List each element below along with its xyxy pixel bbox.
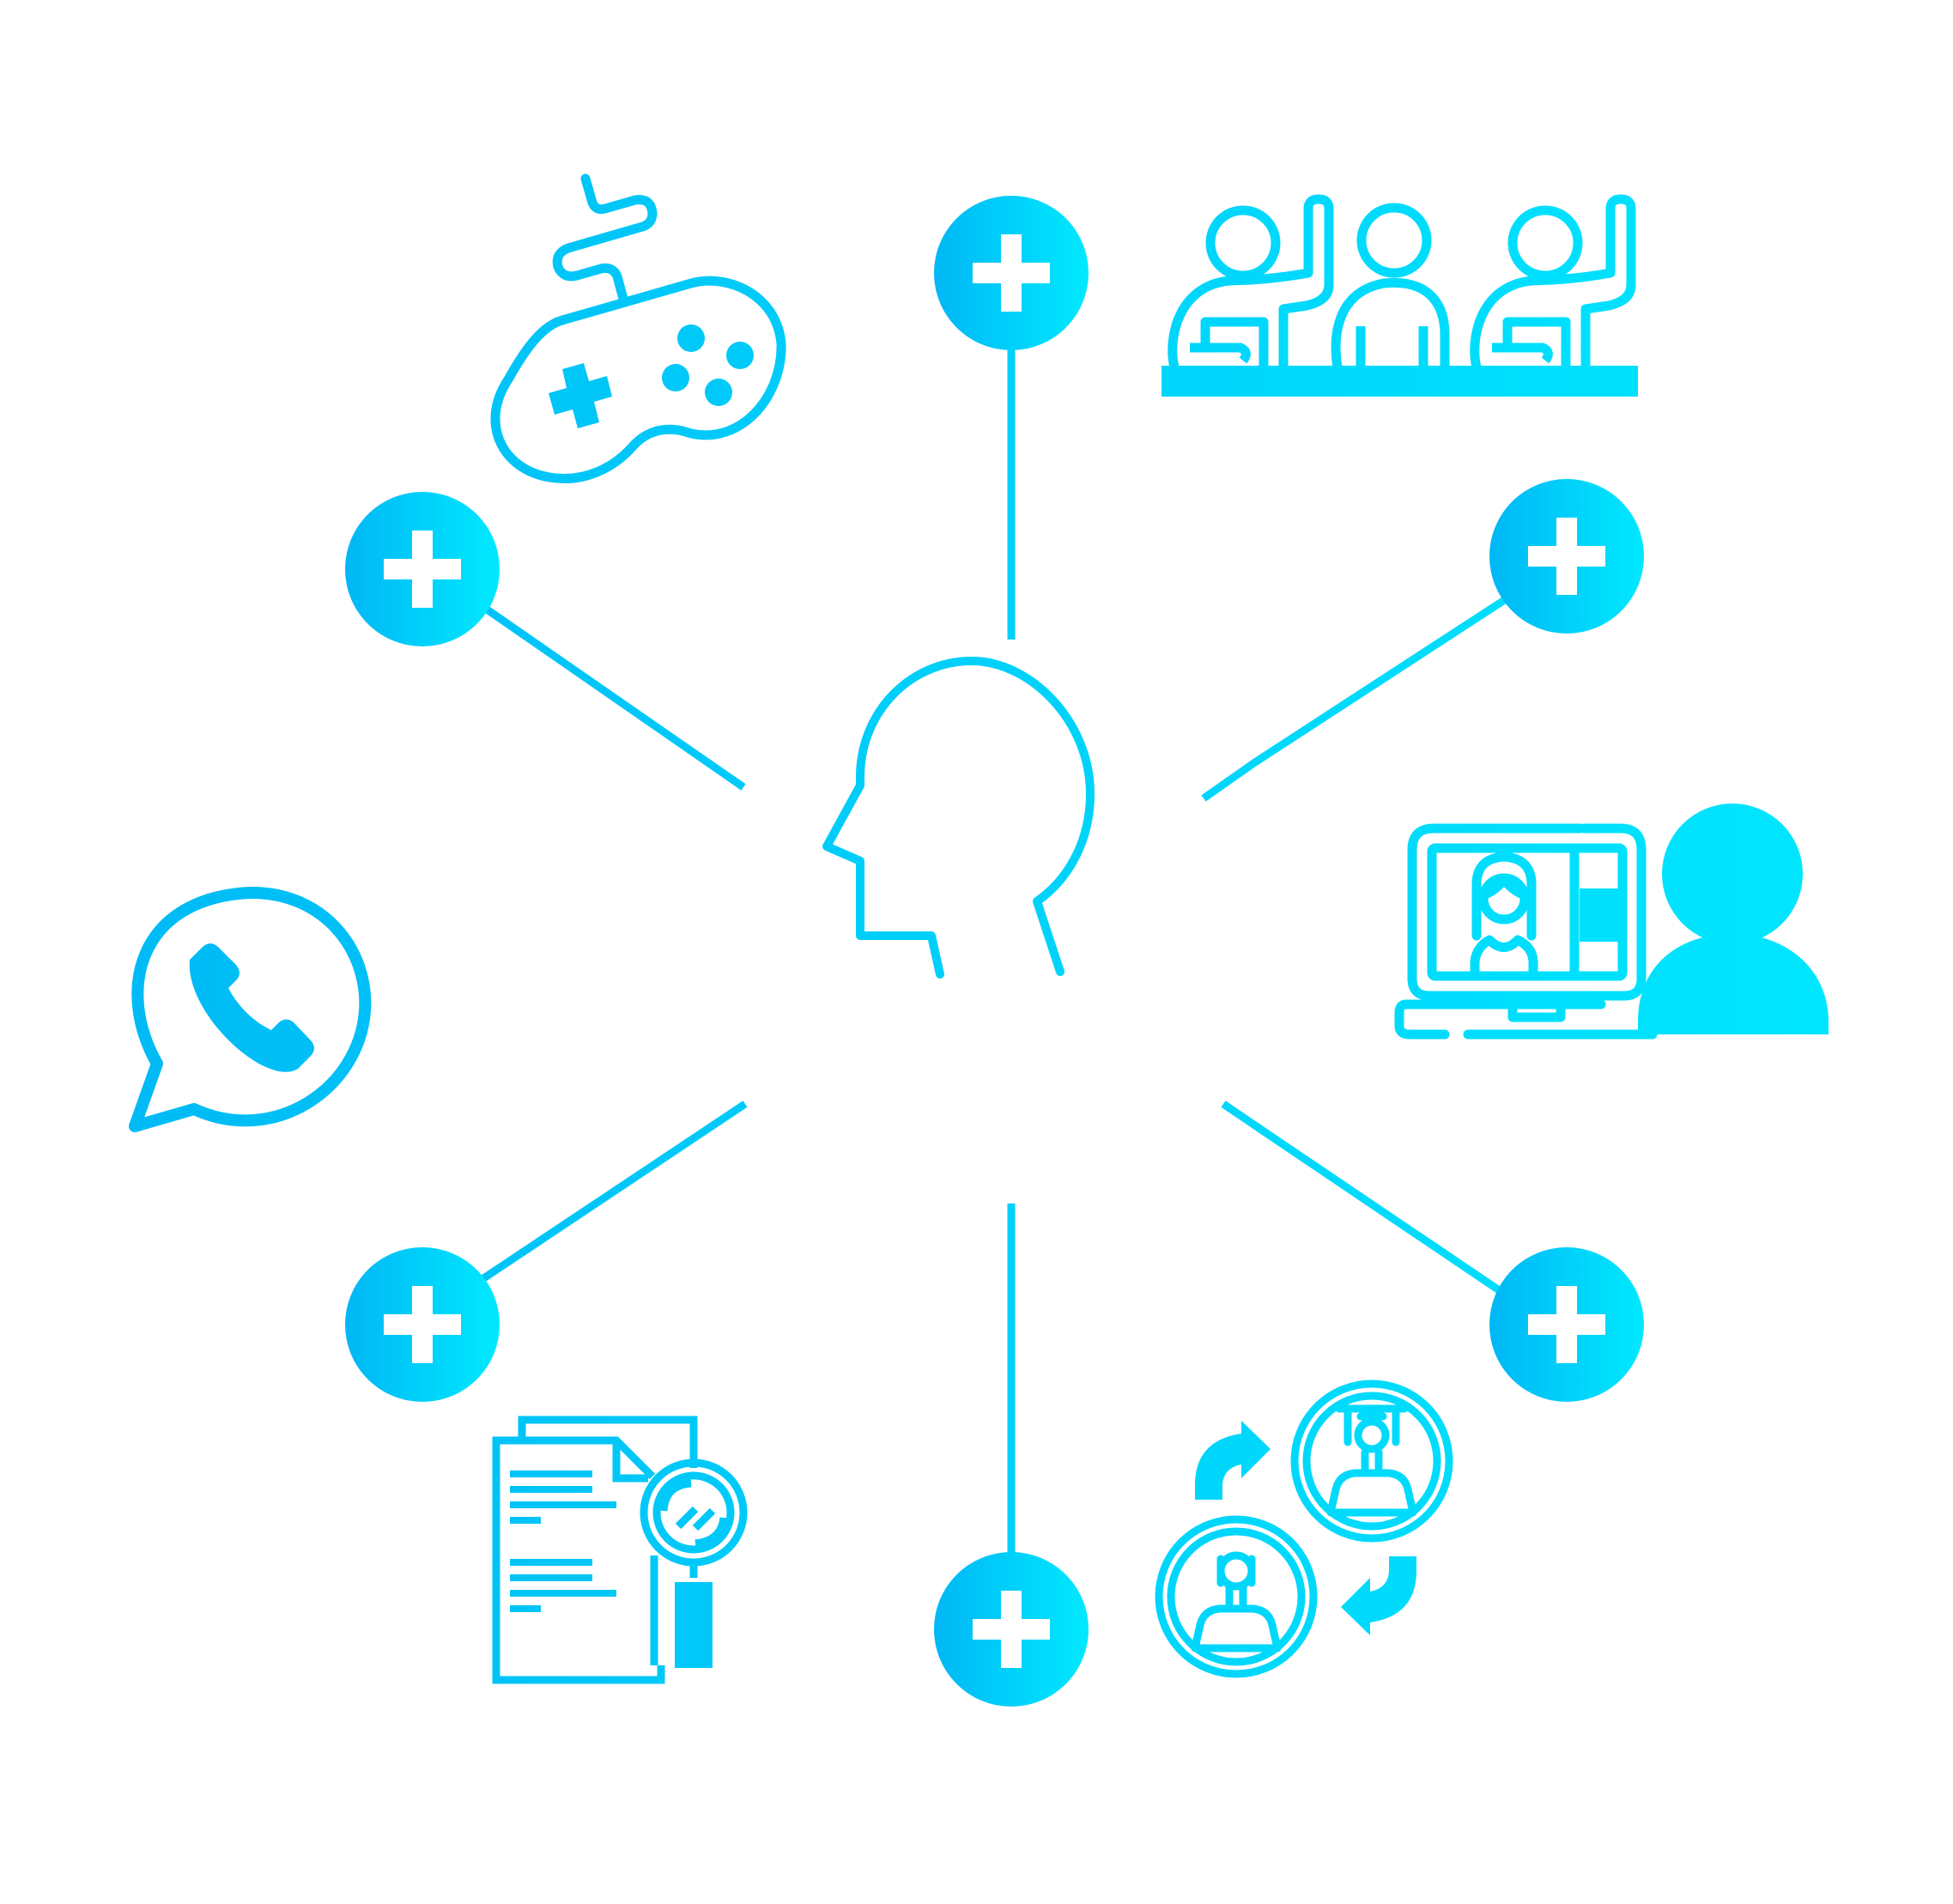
plus-node-bottom-left[interactable]: [345, 1247, 500, 1402]
plus-icon: [1528, 1286, 1605, 1363]
plus-node-top-left[interactable]: [345, 492, 500, 646]
connector-bottom-left: [480, 1101, 748, 1282]
plus-nodes: [345, 196, 1644, 1707]
document-search-icon: [492, 1416, 748, 1684]
plus-icon: [1528, 518, 1605, 595]
plus-icon: [973, 234, 1050, 312]
connector-bottom-right: [1221, 1101, 1580, 1347]
plus-icon: [384, 531, 461, 608]
connector-lines: [478, 345, 1582, 1555]
plus-icon: [384, 1286, 461, 1363]
plus-node-bottom[interactable]: [934, 1552, 1089, 1707]
plus-icon: [973, 1591, 1050, 1668]
online-video-class-icon: [1394, 803, 1829, 1040]
classroom-raised-hands-icon: [1161, 194, 1638, 397]
connector-top-left: [478, 602, 746, 791]
plus-node-top-right[interactable]: [1489, 479, 1644, 634]
plus-node-top[interactable]: [934, 196, 1089, 350]
student-exchange-icon: [1155, 1379, 1453, 1678]
plus-node-bottom-right[interactable]: [1489, 1247, 1644, 1402]
connector-top-right: [1201, 548, 1582, 802]
chat-phone-icon: [129, 886, 372, 1132]
game-controller-icon: [490, 173, 786, 483]
human-head-profile-icon: [822, 657, 1095, 979]
game-controller-buttons: [549, 324, 754, 428]
